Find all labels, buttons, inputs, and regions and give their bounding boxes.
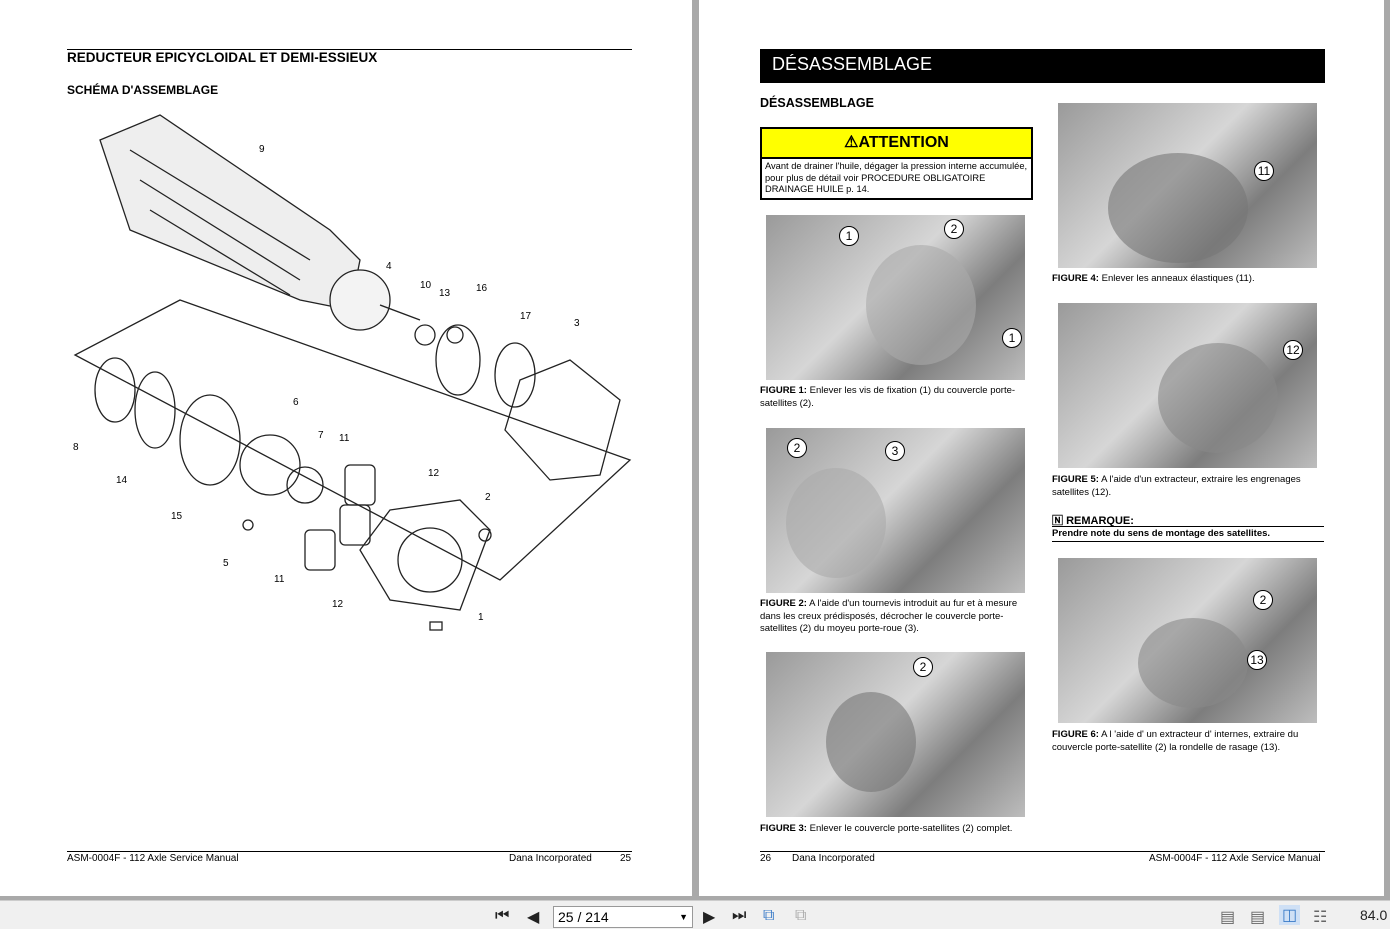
diagram-part-label: 11 — [339, 433, 350, 444]
diagram-part-label: 16 — [476, 283, 488, 294]
figure-2-photo: 2 3 — [766, 428, 1025, 593]
footer-company: Dana Incorporated — [509, 853, 592, 864]
footer-company: Dana Incorporated — [792, 853, 875, 864]
figure-5-photo: 12 — [1058, 303, 1317, 468]
section-title: DÉSASSEMBLAGE — [760, 96, 874, 110]
exploded-assembly-diagram: 9 4 10 13 16 17 3 6 7 11 12 2 8 14 15 5 11 12 1 — [73, 114, 632, 631]
figure-6-caption: FIGURE 6: A l 'aide d' un extracteur d' … — [1052, 729, 1299, 753]
diagram-part-label: 1 — [478, 612, 484, 623]
callout-number: 11 — [1254, 161, 1274, 181]
attention-title: ATTENTION — [858, 134, 949, 151]
callout-number: 13 — [1247, 650, 1267, 670]
page-title: REDUCTEUR EPICYCLOIDAL ET DEMI-ESSIEUX — [67, 50, 378, 65]
attention-text: Avant de drainer l'huile, dégager la pre… — [765, 161, 1028, 194]
callout-number: 2 — [913, 657, 933, 677]
footer-page-number: 26 — [760, 853, 772, 864]
single-page-icon[interactable]: ▤ — [1220, 909, 1236, 926]
first-page-icon[interactable]: ⏮ — [495, 907, 510, 924]
diagram-part-label: 14 — [116, 475, 128, 486]
zoom-level[interactable]: 84.0 — [1360, 907, 1388, 923]
figure-6-photo: 2 13 — [1058, 558, 1317, 723]
right-page: DÉSASSEMBLAGE DÉSASSEMBLAGE ⚠ATTENTION A… — [699, 0, 1384, 896]
page-number-field[interactable]: 25 / 214▼ — [553, 906, 693, 928]
attention-box: ⚠ATTENTION Avant de drainer l'huile, dég… — [760, 127, 1033, 200]
left-page: REDUCTEUR EPICYCLOIDAL ET DEMI-ESSIEUX S… — [0, 0, 692, 896]
callout-number: 2 — [1253, 590, 1273, 610]
warning-icon: ⚠ — [844, 134, 859, 151]
last-page-icon[interactable]: ⏭ — [732, 907, 747, 924]
footer-page-number: 25 — [620, 853, 632, 864]
callout-number: 12 — [1283, 340, 1303, 360]
callout-number: 2 — [787, 438, 807, 458]
remark-text: Prendre note du sens de montage des sate… — [1052, 528, 1271, 539]
diagram-part-label: 4 — [386, 261, 392, 272]
diagram-part-label: 11 — [274, 574, 285, 585]
section-banner: DÉSASSEMBLAGE — [760, 49, 1325, 83]
figure-2-caption: FIGURE 2: A l'aide d'un tournevis introd… — [760, 598, 1018, 634]
callout-number: 2 — [944, 219, 964, 239]
previous-page-icon[interactable]: ◀ — [527, 909, 540, 926]
diagram-part-label: 3 — [574, 318, 580, 329]
diagram-part-label: 5 — [223, 558, 229, 569]
footer-manual: ASM-0004F - 112 Axle Service Manual — [1149, 853, 1321, 864]
diagram-part-label: 12 — [428, 468, 440, 479]
diagram-part-label: 9 — [259, 144, 265, 155]
figure-3-photo: 2 — [766, 652, 1025, 817]
next-view-icon[interactable]: ⧉ — [795, 907, 807, 924]
diagram-part-label: 8 — [73, 442, 79, 453]
diagram-part-label: 15 — [171, 511, 183, 522]
facing-pages-icon[interactable]: ◫ — [1279, 905, 1301, 925]
remark-title: 🄽 REMARQUE: — [1052, 515, 1134, 527]
diagram-part-label: 17 — [520, 311, 532, 322]
note-icon: 🄽 — [1052, 515, 1067, 527]
figure-1-caption: FIGURE 1: Enlever les vis de fixation (1… — [760, 385, 1016, 409]
figure-4-caption: FIGURE 4: Enlever les anneaux élastiques… — [1052, 273, 1255, 284]
diagram-part-label: 10 — [420, 280, 432, 291]
callout-number: 3 — [885, 441, 905, 461]
previous-view-icon[interactable]: ⧉ — [763, 907, 775, 924]
figure-3-caption: FIGURE 3: Enlever le couvercle porte-sat… — [760, 823, 1013, 834]
callout-number: 1 — [1002, 328, 1022, 348]
diagram-part-label: 6 — [293, 397, 299, 408]
diagram-part-label: 2 — [485, 492, 491, 503]
figure-5-caption: FIGURE 5: A l'aide d'un extracteur, extr… — [1052, 474, 1301, 498]
chevron-down-icon[interactable]: ▼ — [679, 912, 688, 922]
figure-1-photo: 1 2 1 — [766, 215, 1025, 380]
next-page-icon[interactable]: ▶ — [703, 909, 716, 926]
viewer-toolbar: ⏮ ◀ 25 / 214▼ ▶ ⏭ ⧉ ⧉ ▤ ▤ ◫ ☷ 84.0 — [0, 900, 1390, 929]
diagram-part-label: 7 — [318, 430, 324, 441]
section-title: SCHÉMA D'ASSEMBLAGE — [67, 83, 219, 97]
continuous-facing-icon[interactable]: ☷ — [1313, 909, 1328, 926]
figure-4-photo: 11 — [1058, 103, 1317, 268]
diagram-part-label: 13 — [439, 288, 451, 299]
continuous-page-icon[interactable]: ▤ — [1250, 909, 1266, 926]
callout-number: 1 — [839, 226, 859, 246]
footer-manual: ASM-0004F - 112 Axle Service Manual — [67, 853, 239, 864]
diagram-part-label: 12 — [332, 599, 344, 610]
